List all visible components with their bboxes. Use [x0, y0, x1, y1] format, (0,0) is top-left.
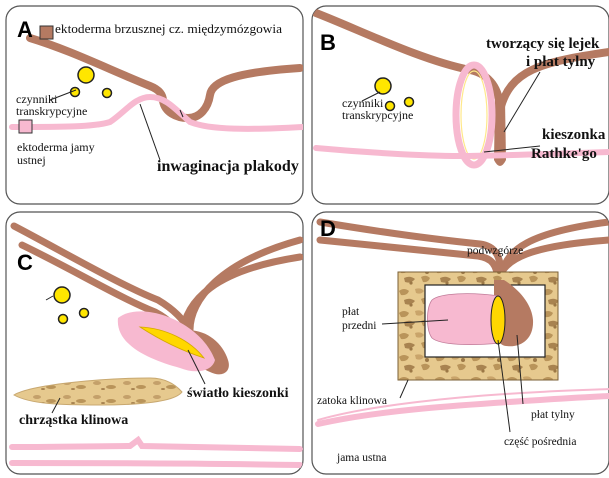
label-funnel-line2: i płat tylny	[526, 54, 596, 70]
label-pouch-line2: Rathke'go	[531, 146, 597, 162]
panel-b: B tworzący się lejek i płat tylny czynni…	[312, 6, 609, 204]
intermediate-part	[491, 296, 505, 344]
anterior-lobe	[428, 294, 501, 345]
label-pouch-lumen: światło kieszonki	[187, 386, 289, 401]
panel-letter: C	[17, 250, 33, 275]
panel-letter: A	[17, 17, 33, 42]
label-sphenoid-cartilage: chrząstka klinowa	[19, 413, 128, 428]
transcription-factor-icon	[54, 287, 70, 303]
panel-d: D podwzgórze płat przedni zatoka klinowa…	[312, 212, 609, 474]
label-pouch-line1: kieszonka	[542, 127, 606, 143]
panel-c: C światło kieszonki chrząstka klinowa	[6, 212, 303, 474]
brown-square-icon	[40, 26, 53, 39]
label-factors-line2: transkrypcyjne	[16, 104, 87, 118]
transcription-factor-icon	[405, 98, 414, 107]
transcription-factor-icon	[59, 315, 68, 324]
label-factors-line2: transkrypcyjne	[342, 108, 413, 122]
label-ectoderm-diencephalon: ektoderma brzusznej cz. międzymózgowia	[55, 21, 282, 36]
label-intermediate-part: część pośrednia	[504, 436, 576, 448]
label-posterior-lobe: płat tylny	[531, 409, 575, 421]
label-oral-ectoderm-line2: ustnej	[17, 153, 46, 167]
oral-ectoderm-lower	[12, 463, 300, 465]
label-sphenoid-sinus: zatoka klinowa	[317, 395, 387, 407]
label-invagination: inwaginacja plakody	[157, 158, 299, 175]
label-anterior-lobe-line1: płat	[342, 306, 360, 318]
label-oral-cavity: jama ustna	[336, 452, 387, 464]
label-anterior-lobe-line2: przedni	[342, 320, 376, 332]
label-hypothalamus: podwzgórze	[467, 245, 523, 257]
transcription-factor-icon	[375, 78, 391, 94]
label-funnel-line1: tworzący się lejek	[486, 36, 600, 52]
transcription-factor-icon	[80, 309, 89, 318]
pink-square-icon	[19, 120, 32, 133]
panel-letter: D	[320, 216, 336, 241]
label-oral-ectoderm-line1: ektoderma jamy	[17, 140, 95, 154]
panel-a: A ektoderma brzusznej cz. międzymózgowia…	[6, 6, 303, 204]
panel-letter: B	[320, 30, 336, 55]
transcription-factor-icon	[103, 89, 112, 98]
transcription-factor-icon	[78, 67, 94, 83]
